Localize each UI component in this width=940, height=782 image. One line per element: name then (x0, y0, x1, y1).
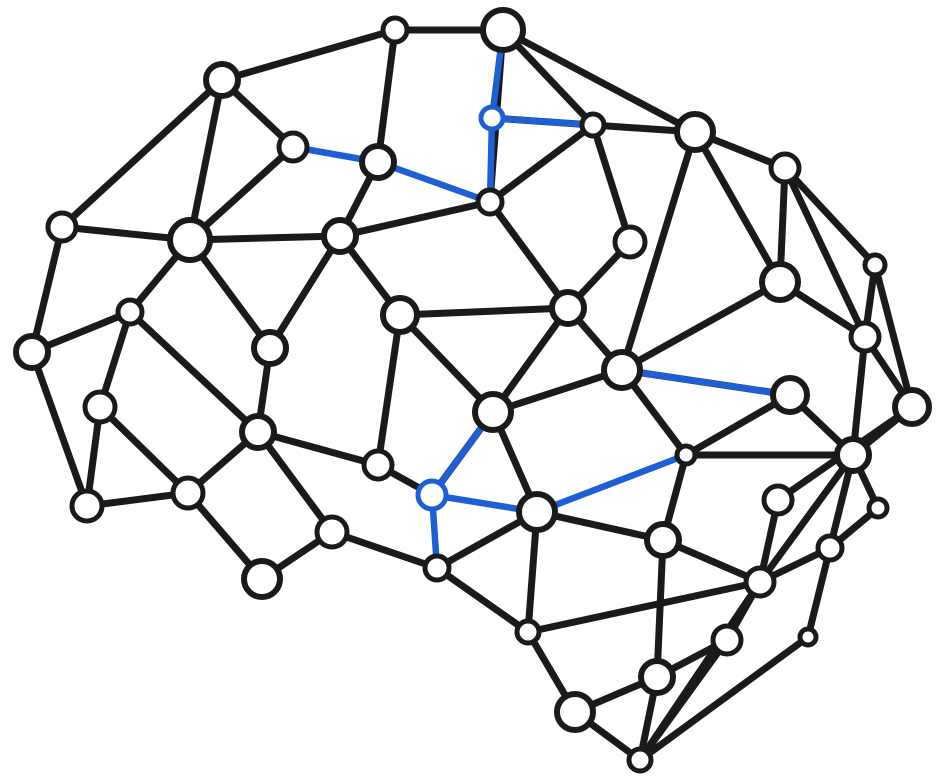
network-node (677, 446, 695, 464)
connection-line (32, 352, 87, 506)
connection-line (378, 30, 395, 162)
network-node (362, 146, 394, 178)
network-node (800, 629, 816, 645)
network-node (173, 478, 203, 508)
network-node (773, 378, 807, 412)
connection-line (437, 568, 528, 632)
network-node (317, 517, 347, 547)
network-node (383, 298, 417, 332)
network-node (72, 491, 102, 521)
highlighted-connection-line (622, 370, 790, 395)
network-node (557, 694, 593, 730)
network-node (478, 190, 502, 214)
network-node (48, 213, 76, 241)
connection-line (695, 132, 780, 282)
connection-line (378, 315, 400, 465)
connection-line (270, 236, 340, 348)
network-node (851, 323, 879, 351)
network-node (869, 499, 887, 517)
network-node (118, 300, 142, 324)
network-node (677, 114, 713, 150)
connection-line (490, 125, 593, 202)
network-node (837, 439, 869, 471)
connection-line (130, 312, 258, 432)
network-node (771, 154, 799, 182)
network-node (254, 332, 286, 364)
network-node (170, 220, 210, 260)
connection-line (593, 125, 630, 242)
network-node (895, 390, 929, 424)
connection-line (657, 540, 663, 677)
network-node (324, 220, 356, 252)
connection-line (100, 407, 188, 493)
highlighted-node (418, 481, 446, 509)
network-node (206, 64, 238, 96)
network-node (425, 556, 449, 580)
network-node (244, 561, 280, 597)
highlighted-connection-line (492, 118, 593, 125)
network-node (615, 227, 645, 257)
highlighted-connections (293, 30, 790, 568)
network-node (762, 264, 798, 300)
highlighted-node (481, 107, 503, 129)
network-node (713, 626, 741, 654)
connection-line (32, 227, 62, 352)
network-node (85, 392, 115, 422)
network-node (629, 749, 651, 771)
network-node (764, 486, 792, 514)
network-node (519, 494, 555, 530)
connection-line (400, 308, 568, 315)
network-node (865, 255, 885, 275)
network-node (746, 568, 774, 596)
network-node (582, 114, 604, 136)
network-node (483, 10, 523, 50)
connection-line (222, 30, 395, 80)
network-node (517, 621, 539, 643)
network-node (16, 336, 48, 368)
network-node (818, 536, 842, 560)
connection-line (785, 168, 875, 265)
network-node (383, 18, 407, 42)
network-node (604, 352, 640, 388)
network-node (552, 292, 584, 324)
network-node (475, 394, 511, 430)
network-node (641, 661, 673, 693)
network-node (279, 133, 307, 161)
connection-line (340, 202, 490, 236)
network-node (364, 451, 392, 479)
network-node (242, 416, 274, 448)
network-node (647, 524, 679, 556)
connection-line (490, 202, 568, 308)
highlighted-connection-line (537, 455, 686, 512)
